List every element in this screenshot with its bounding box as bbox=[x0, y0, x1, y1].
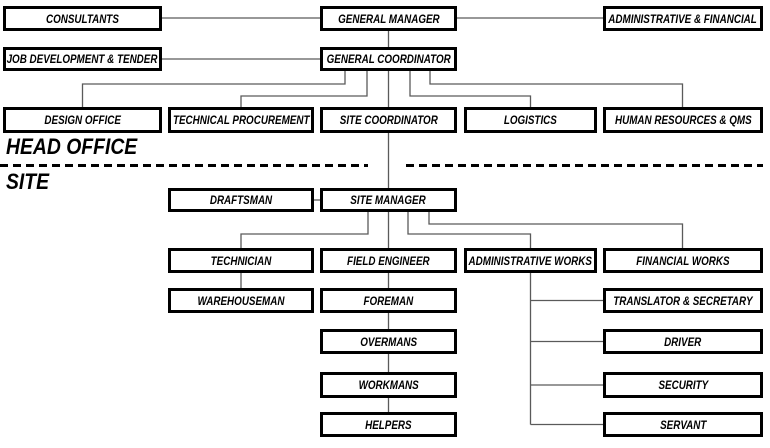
node-servant-label: SERVANT bbox=[659, 417, 707, 432]
node-general-manager-label: GENERAL MANAGER bbox=[337, 11, 440, 26]
node-consultants: CONSULTANTS bbox=[3, 6, 162, 31]
node-draftsman: DRAFTSMAN bbox=[168, 188, 314, 212]
node-site-coordinator-label: SITE COORDINATOR bbox=[339, 113, 438, 127]
node-overmans: OVERMANS bbox=[320, 329, 457, 354]
node-helpers-label: HELPERS bbox=[365, 417, 412, 432]
node-administrative-works: ADMINISTRATIVE WORKS bbox=[464, 248, 597, 273]
node-technical-procurement: TECHNICAL PROCUREMENT bbox=[168, 107, 314, 133]
section-divider-right bbox=[406, 164, 763, 167]
node-design-office-label: DESIGN OFFICE bbox=[44, 113, 121, 127]
node-human-resources-qms-label: HUMAN RESOURCES & QMS bbox=[614, 113, 752, 127]
node-driver-label: DRIVER bbox=[664, 334, 702, 349]
node-job-development-tender: JOB DEVELOPMENT & TENDER bbox=[3, 47, 162, 71]
node-workmans: WORKMANS bbox=[320, 372, 457, 398]
node-translator-secretary: TRANSLATOR & SECRETARY bbox=[603, 288, 763, 313]
node-human-resources-qms: HUMAN RESOURCES & QMS bbox=[603, 107, 763, 133]
node-overmans-label: OVERMANS bbox=[360, 334, 417, 349]
node-logistics-label: LOGISTICS bbox=[503, 113, 558, 127]
node-helpers: HELPERS bbox=[320, 412, 457, 437]
node-driver: DRIVER bbox=[603, 329, 763, 354]
node-administrative-financial: ADMINISTRATIVE & FINANCIAL bbox=[603, 6, 763, 31]
node-warehouseman-label: WAREHOUSEMAN bbox=[197, 293, 285, 308]
node-security: SECURITY bbox=[603, 372, 763, 398]
node-draftsman-label: DRAFTSMAN bbox=[209, 193, 273, 207]
node-warehouseman: WAREHOUSEMAN bbox=[168, 288, 314, 313]
node-consultants-label: CONSULTANTS bbox=[46, 11, 119, 26]
section-label-head-office: HEAD OFFICE bbox=[6, 134, 138, 159]
node-administrative-financial-label: ADMINISTRATIVE & FINANCIAL bbox=[608, 11, 758, 26]
section-divider-left bbox=[0, 164, 368, 167]
node-field-engineer: FIELD ENGINEER bbox=[320, 248, 457, 273]
node-technician: TECHNICIAN bbox=[168, 248, 314, 273]
node-general-coordinator-label: GENERAL COORDINATOR bbox=[326, 52, 451, 66]
node-servant: SERVANT bbox=[603, 412, 763, 437]
node-foreman: FOREMAN bbox=[320, 288, 457, 313]
node-general-coordinator: GENERAL COORDINATOR bbox=[320, 47, 457, 71]
node-technician-label: TECHNICIAN bbox=[210, 253, 272, 268]
node-job-development-tender-label: JOB DEVELOPMENT & TENDER bbox=[7, 52, 158, 66]
node-translator-secretary-label: TRANSLATOR & SECRETARY bbox=[613, 293, 753, 308]
node-design-office: DESIGN OFFICE bbox=[3, 107, 162, 133]
node-site-manager-label: SITE MANAGER bbox=[350, 193, 427, 207]
node-logistics: LOGISTICS bbox=[464, 107, 597, 133]
node-site-coordinator: SITE COORDINATOR bbox=[320, 107, 457, 133]
section-label-site: SITE bbox=[6, 169, 50, 194]
node-financial-works: FINANCIAL WORKS bbox=[603, 248, 763, 273]
node-financial-works-label: FINANCIAL WORKS bbox=[636, 253, 730, 268]
node-foreman-label: FOREMAN bbox=[363, 293, 414, 308]
node-workmans-label: WORKMANS bbox=[358, 378, 419, 392]
node-general-manager: GENERAL MANAGER bbox=[320, 6, 457, 31]
node-site-manager: SITE MANAGER bbox=[320, 188, 457, 212]
node-field-engineer-label: FIELD ENGINEER bbox=[347, 253, 430, 268]
node-technical-procurement-label: TECHNICAL PROCUREMENT bbox=[172, 113, 310, 127]
node-security-label: SECURITY bbox=[658, 378, 708, 392]
node-administrative-works-label: ADMINISTRATIVE WORKS bbox=[468, 253, 593, 268]
